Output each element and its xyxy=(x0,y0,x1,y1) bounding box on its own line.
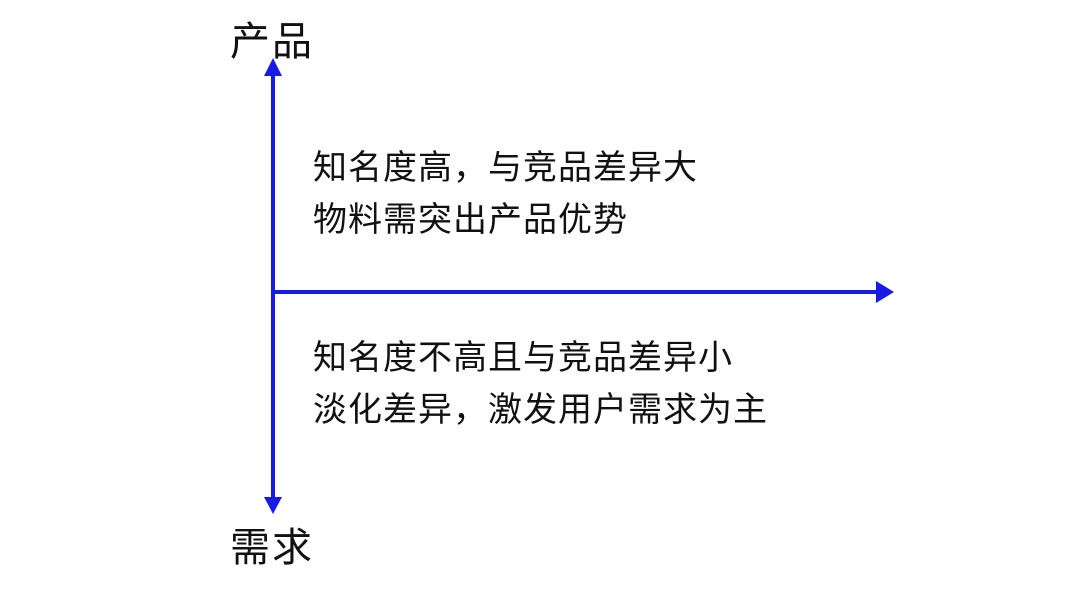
axis-label-demand: 需求 xyxy=(230,525,314,571)
quadrant-top-text: 知名度高，与竞品差异大 物料需突出产品优势 xyxy=(313,142,698,246)
arrow-right-icon xyxy=(876,281,894,303)
quadrant-top-line1: 知名度高，与竞品差异大 xyxy=(313,148,698,188)
arrow-up-icon xyxy=(264,58,282,76)
arrow-down-icon xyxy=(264,497,282,514)
quadrant-bottom-text: 知名度不高且与竞品差异小 淡化差异，激发用户需求为主 xyxy=(313,332,768,436)
quadrant-bottom-line2: 淡化差异，激发用户需求为主 xyxy=(313,390,768,430)
quadrant-bottom-line1: 知名度不高且与竞品差异小 xyxy=(313,338,733,378)
axis-label-product: 产品 xyxy=(230,19,314,65)
quadrant-top-line2: 物料需突出产品优势 xyxy=(313,200,628,240)
